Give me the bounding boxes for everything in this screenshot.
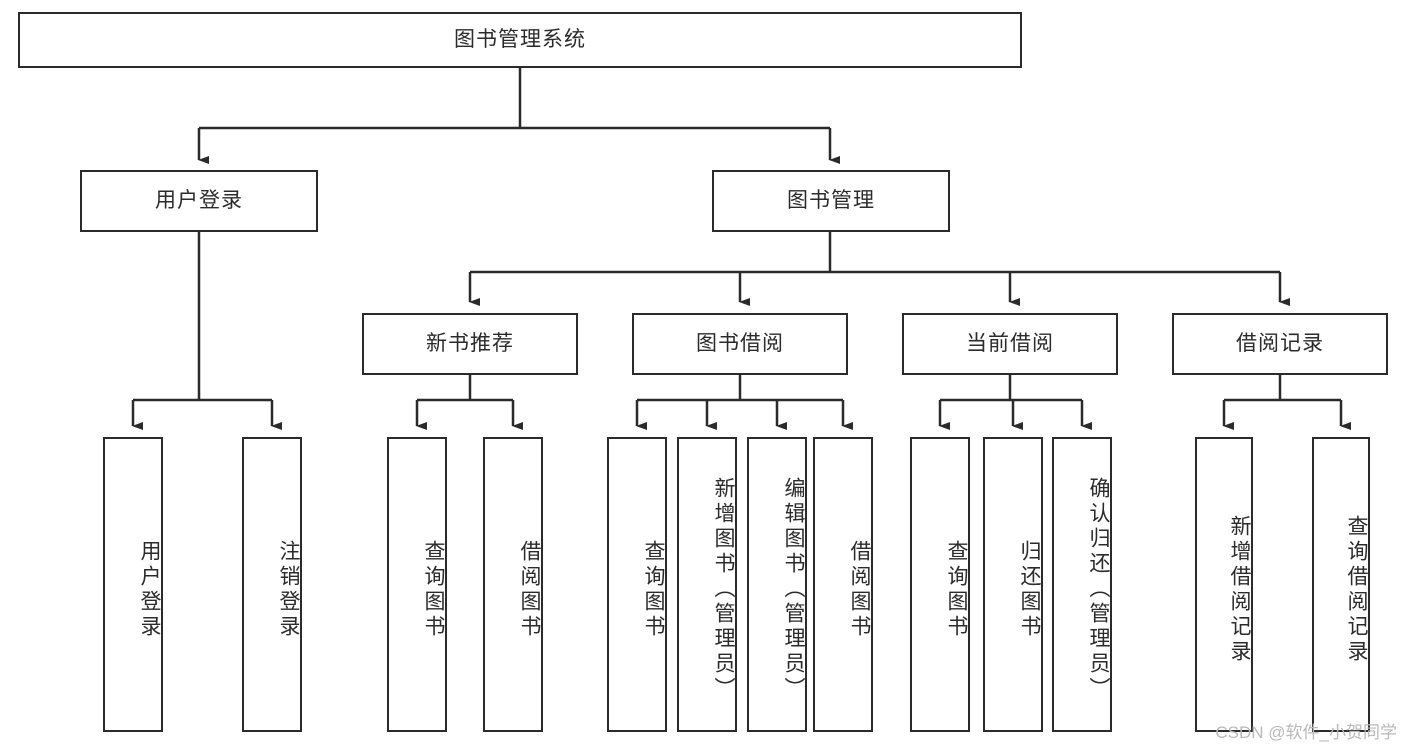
watermark: CSDN @软件_小贺同学 <box>1215 723 1397 742</box>
node-book-borrow[interactable]: 图书借阅 <box>632 313 848 375</box>
leaf-logout[interactable]: 注销登录 <box>242 437 302 732</box>
node-label: 注销登录 <box>277 539 300 640</box>
node-borrow-records[interactable]: 借阅记录 <box>1172 313 1388 375</box>
node-label: 归还图书 <box>1018 539 1041 640</box>
node-new-book-recommend[interactable]: 新书推荐 <box>362 313 578 375</box>
node-label: 图书管理 <box>787 189 875 213</box>
node-label: 借阅记录 <box>1236 332 1324 356</box>
node-label: 新增图书（管理员） <box>712 477 735 702</box>
node-label: 确认归还（管理员） <box>1087 477 1110 702</box>
leaf-borrow-books-recommend[interactable]: 借阅图书 <box>483 437 543 732</box>
node-current-borrow[interactable]: 当前借阅 <box>902 313 1118 375</box>
leaf-query-books-recommend[interactable]: 查询图书 <box>387 437 447 732</box>
node-root[interactable]: 图书管理系统 <box>18 12 1022 68</box>
leaf-query-borrow-record[interactable]: 查询借阅记录 <box>1312 437 1370 732</box>
node-label: 借阅图书 <box>518 539 541 640</box>
node-label: 图书借阅 <box>696 332 784 356</box>
node-label: 新增借阅记录 <box>1228 514 1251 665</box>
node-label: 新书推荐 <box>426 332 514 356</box>
leaf-query-books-current[interactable]: 查询图书 <box>910 437 970 732</box>
node-label: 查询图书 <box>422 539 445 640</box>
leaf-add-book-admin[interactable]: 新增图书（管理员） <box>677 437 737 732</box>
node-label: 借阅图书 <box>848 539 871 640</box>
node-label: 当前借阅 <box>966 332 1054 356</box>
leaf-add-borrow-record[interactable]: 新增借阅记录 <box>1195 437 1253 732</box>
leaf-confirm-return-admin[interactable]: 确认归还（管理员） <box>1052 437 1112 732</box>
node-user-login[interactable]: 用户登录 <box>80 170 318 232</box>
node-label: 用户登录 <box>155 189 243 213</box>
node-book-management[interactable]: 图书管理 <box>712 170 950 232</box>
leaf-return-books[interactable]: 归还图书 <box>983 437 1043 732</box>
node-label: 查询图书 <box>642 539 665 640</box>
node-label: 图书管理系统 <box>454 28 586 52</box>
node-label: 用户登录 <box>138 539 161 640</box>
leaf-user-login[interactable]: 用户登录 <box>103 437 163 732</box>
node-label: 编辑图书（管理员） <box>782 477 805 702</box>
leaf-borrow-books[interactable]: 借阅图书 <box>813 437 873 732</box>
node-label: 查询借阅记录 <box>1345 514 1368 665</box>
leaf-query-books-borrow[interactable]: 查询图书 <box>607 437 667 732</box>
leaf-edit-book-admin[interactable]: 编辑图书（管理员） <box>747 437 807 732</box>
node-label: 查询图书 <box>945 539 968 640</box>
